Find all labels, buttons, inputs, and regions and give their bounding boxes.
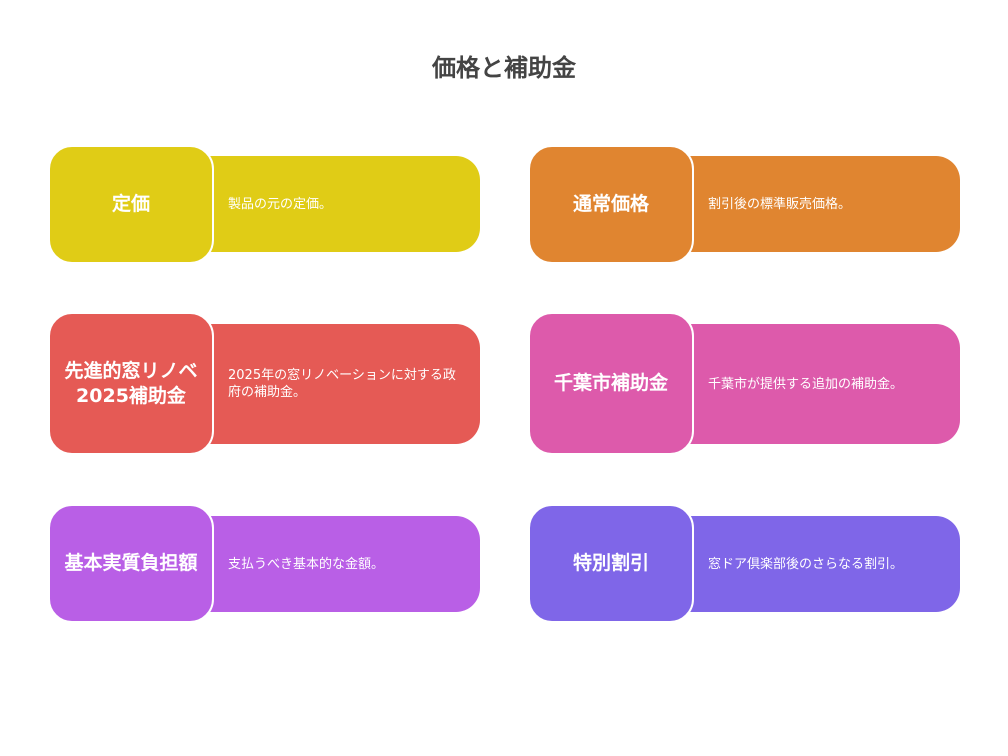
card-chiba-city-subsidy: 千葉市が提供する追加の補助金。 千葉市補助金 [528,312,960,455]
card-label-box: 千葉市補助金 [528,312,694,455]
card-description: 割引後の標準販売価格。 [708,196,852,212]
card-description-box: 製品の元の定価。 [198,156,480,252]
card-list-price: 製品の元の定価。 定価 [48,145,480,264]
card-description: 窓ドア倶楽部後のさらなる割引。 [708,556,904,572]
card-basic-net-cost: 支払うべき基本的な金額。 基本実質負担額 [48,504,480,623]
card-description: 支払うべき基本的な金額。 [228,556,385,572]
card-label: 定価 [111,193,150,215]
card-description-box: 千葉市が提供する追加の補助金。 [678,324,960,444]
card-regular-price: 割引後の標準販売価格。 通常価格 [528,145,960,264]
card-description: 千葉市が提供する追加の補助金。 [708,376,904,392]
card-special-discount: 窓ドア倶楽部後のさらなる割引。 特別割引 [528,504,960,623]
page-title: 価格と補助金 [432,54,576,82]
card-description-box: 支払うべき基本的な金額。 [198,516,480,612]
card-description-box: 2025年の窓リノベーションに対する政府の補助金。 [198,324,480,444]
card-label: 先進的窓リノベ2025補助金 [64,359,198,407]
card-label: 通常価格 [572,193,649,215]
card-label-box: 通常価格 [528,145,694,264]
card-label-box: 定価 [48,145,214,264]
card-description-box: 窓ドア倶楽部後のさらなる割引。 [678,516,960,612]
card-label-box: 先進的窓リノベ2025補助金 [48,312,214,455]
card-window-renovation-subsidy: 2025年の窓リノベーションに対する政府の補助金。 先進的窓リノベ2025補助金 [48,312,480,455]
card-description: 製品の元の定価。 [228,196,333,212]
card-description-box: 割引後の標準販売価格。 [678,156,960,252]
card-label: 特別割引 [572,552,649,574]
card-label: 基本実質負担額 [64,552,198,574]
card-label: 千葉市補助金 [553,372,668,394]
card-description: 2025年の窓リノベーションに対する政府の補助金。 [228,368,456,400]
card-label-box: 基本実質負担額 [48,504,214,623]
card-label-box: 特別割引 [528,504,694,623]
